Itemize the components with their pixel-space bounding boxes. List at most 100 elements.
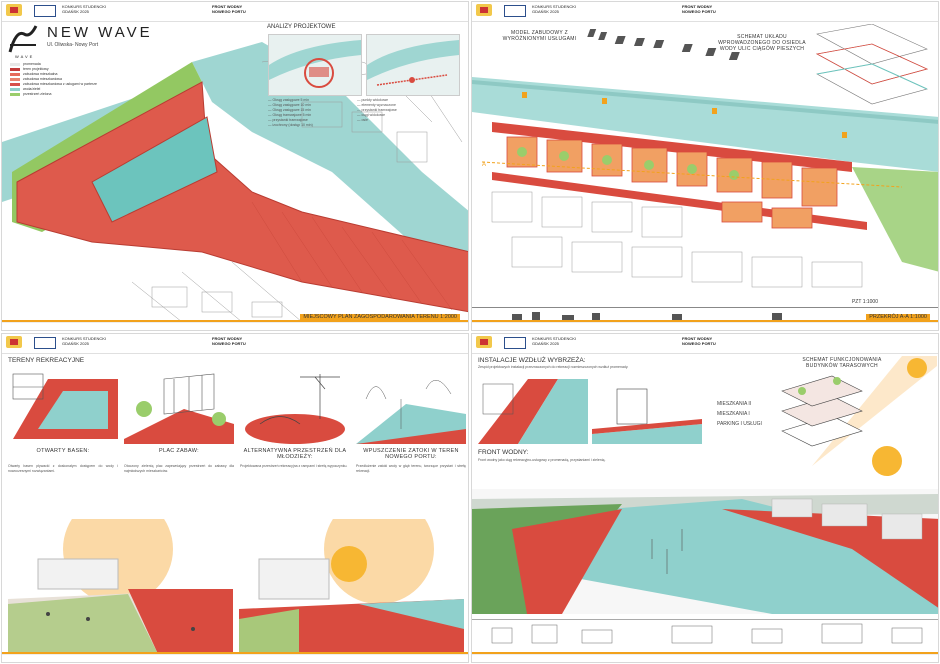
recreation-item-text: Przedłużenie zatoki wody w głąb terenu, … xyxy=(356,464,466,473)
legend-item: przestrzeń zielona xyxy=(10,92,97,97)
legend-item: teren projektowy xyxy=(10,67,97,72)
title-line1: FRONT WODNY xyxy=(682,4,713,9)
analysis-legend-item: — przystanki tramwajowe xyxy=(268,118,308,122)
analysis-map-1 xyxy=(268,34,362,96)
recreation-item-title: ALTERNATYWNA PRZESTRZEŃ DLA MŁODZIEŻY: xyxy=(243,448,347,460)
legend-item: zabudowa mieszkaniowa z usługami w parte… xyxy=(10,82,97,87)
legend-label: zabudowa mieszkalna xyxy=(23,72,58,76)
project-address: Ul. Oliwska- Nowy Port xyxy=(47,42,99,48)
model-label: MODEL ZABUDOWY Z WYRÓŻNIONYMI USŁUGAMI xyxy=(502,30,577,42)
legend-swatch xyxy=(10,93,20,96)
sketch-pool xyxy=(8,369,118,444)
analysis-legend-item: — Okrąg tramwajowe 5 min xyxy=(268,113,312,117)
university-logo-icon xyxy=(504,337,526,349)
analysis-legend-item: — elementy wyznaczone xyxy=(357,103,396,107)
schema-diagram xyxy=(812,23,932,114)
title-line1: FRONT WODNY xyxy=(212,4,243,9)
contest-line1: KONKURS STUDENCKI xyxy=(532,336,577,341)
section-mark-a: A xyxy=(482,162,487,168)
terrace-schema-labels: MIESZKANIA II MIESZKANIA I PARKING I USŁUG… xyxy=(717,399,762,429)
legend-swatch xyxy=(10,73,20,76)
analysis-legend-item: — Okrąg zasięgowe 15 min xyxy=(268,108,311,112)
sketch-playground xyxy=(124,369,234,444)
analysis-legend-right: — punkty widokowe— elementy wyznaczone— … xyxy=(357,98,447,123)
title-line2: NOWEGO PORTU xyxy=(212,341,246,346)
recreation-item-title: PLAC ZABAW: xyxy=(159,448,199,454)
legend-label: woda/zielel xyxy=(23,87,41,91)
university-logo-icon xyxy=(34,337,56,349)
legend-item: woda/zielel xyxy=(10,87,97,92)
sketch-bay xyxy=(356,369,466,444)
university-logo-icon xyxy=(34,5,56,17)
sketch-youth-space xyxy=(240,369,350,444)
sketch-pavilion xyxy=(592,379,702,444)
gdansk-logo-icon xyxy=(6,336,22,348)
schema-label: SCHEMAT UKŁADU WPROWADZONEGO DO OSIEDLA … xyxy=(718,34,806,52)
legend-item: zabudowa mieszkalna xyxy=(10,72,97,77)
contest-line2: GDAŃSK 2025 xyxy=(62,9,89,14)
perspective-pool xyxy=(8,494,233,654)
terrace-schema xyxy=(712,356,937,466)
section-elevation xyxy=(472,307,938,320)
gdansk-logo-icon xyxy=(476,4,492,16)
board-footer xyxy=(2,322,468,330)
legend-item: promenada xyxy=(10,62,97,67)
development-plan-map xyxy=(472,22,938,317)
analysis-legend-item: — ciągi widokowe xyxy=(357,113,386,117)
legend-label: teren projektowy xyxy=(23,67,49,71)
legend-label: przestrzeń zielona xyxy=(23,92,52,96)
contest-line2: GDAŃSK 2025 xyxy=(532,9,559,14)
contest-line2: GDAŃSK 2025 xyxy=(532,341,559,346)
board-footer xyxy=(472,322,938,330)
analysis-legend-item: — Okrąg zasięgowe 10 min xyxy=(268,103,311,107)
legend-label: zabudowa mieszkaniowa z usługami w parte… xyxy=(23,82,97,86)
board-footer xyxy=(472,654,938,662)
contest-line1: KONKURS STUDENCKI xyxy=(532,4,577,9)
legend-label: zabudowa mieszkaniowa xyxy=(23,77,62,81)
recreation-item-text: Otoczony zielenią plac zapewniający prze… xyxy=(124,464,234,473)
terrace-schema-label: MIESZKANIA II xyxy=(717,401,752,407)
recreation-item-title: OTWARTY BASEN: xyxy=(36,448,90,454)
title-line1: FRONT WODNY xyxy=(682,336,713,341)
project-logo-word: WAVE xyxy=(15,54,35,59)
orange-footer-bar xyxy=(472,652,938,655)
pzt-scale-label: PZT 1:1000 xyxy=(851,299,878,305)
terrace-schema-label: PARKING I USŁUGI xyxy=(717,421,762,427)
gdansk-logo-icon xyxy=(6,4,22,16)
recreation-item-title: WPUSZCZENIE ZATOKI W TEREN NOWEGO PORTU: xyxy=(363,448,459,460)
legend-swatch xyxy=(10,83,20,86)
analysis-legend-item: — punkty widokowe xyxy=(357,98,389,102)
orange-footer-bar xyxy=(472,320,938,323)
contest-line1: KONKURS STUDENCKI xyxy=(62,336,107,341)
terrace-schema-title: SCHEMAT FUNKCJONOWANIA BUDYNKÓW TARASOWY… xyxy=(802,357,882,369)
terrace-schema-label: MIESZKANIA I xyxy=(717,411,750,417)
title-line2: NOWEGO PORTU xyxy=(682,341,716,346)
analysis-legend-item: — Okrąg zasięgowe 5 min xyxy=(268,98,310,102)
contest-line1: KONKURS STUDENCKI xyxy=(62,4,107,9)
analysis-map-2 xyxy=(366,34,460,96)
analysis-legend-item: — izochrony (dostęp 10 min) xyxy=(268,123,313,127)
board-footer xyxy=(2,654,468,662)
project-logo-icon xyxy=(8,24,38,58)
waterfront-elevation xyxy=(472,619,938,645)
orange-footer-bar xyxy=(2,652,468,655)
legend-swatch xyxy=(10,88,20,91)
legend-swatch xyxy=(10,68,20,71)
waterfront-perspective xyxy=(472,489,938,614)
project-title: NEW WAVE xyxy=(47,24,153,41)
analysis-legend-item: — osie xyxy=(357,118,368,122)
sketch-promenade xyxy=(478,379,588,444)
analysis-legend-item: — przystanki tramwajowe xyxy=(357,108,397,112)
waterfront-text: Front wodny jako ciąg rekreacyjno-usługo… xyxy=(478,458,606,462)
title-line1: FRONT WODNY xyxy=(212,336,243,341)
perspective-bay xyxy=(239,494,464,654)
recreation-item-text: Projektowana przestrzeń rekreacyjna z ra… xyxy=(240,464,348,468)
